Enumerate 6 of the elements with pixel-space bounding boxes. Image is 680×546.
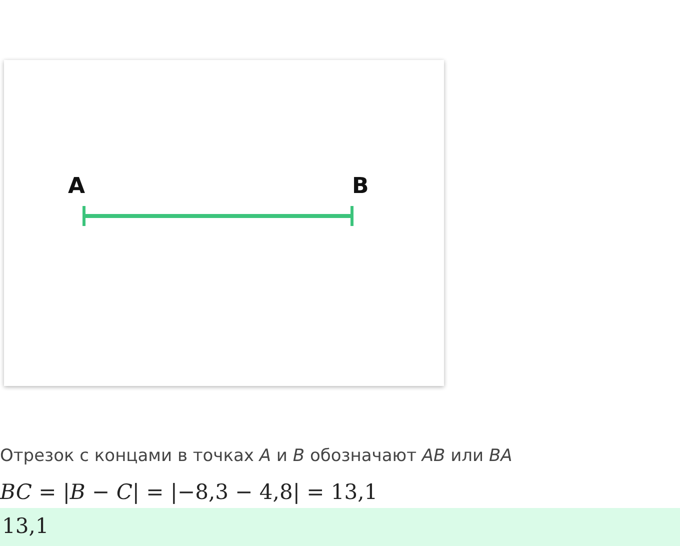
point-label: A bbox=[68, 174, 84, 228]
answer-text: 13,1 bbox=[2, 514, 49, 538]
formula: BC = |B − C| = |−8,3 − 4,8| = 13,1 bbox=[0, 480, 378, 504]
definition-text: Отрезок с концами в точках A и B обозначают AB или BA bbox=[0, 446, 512, 466]
line-segment bbox=[82, 204, 354, 228]
point-label: B bbox=[352, 174, 368, 228]
